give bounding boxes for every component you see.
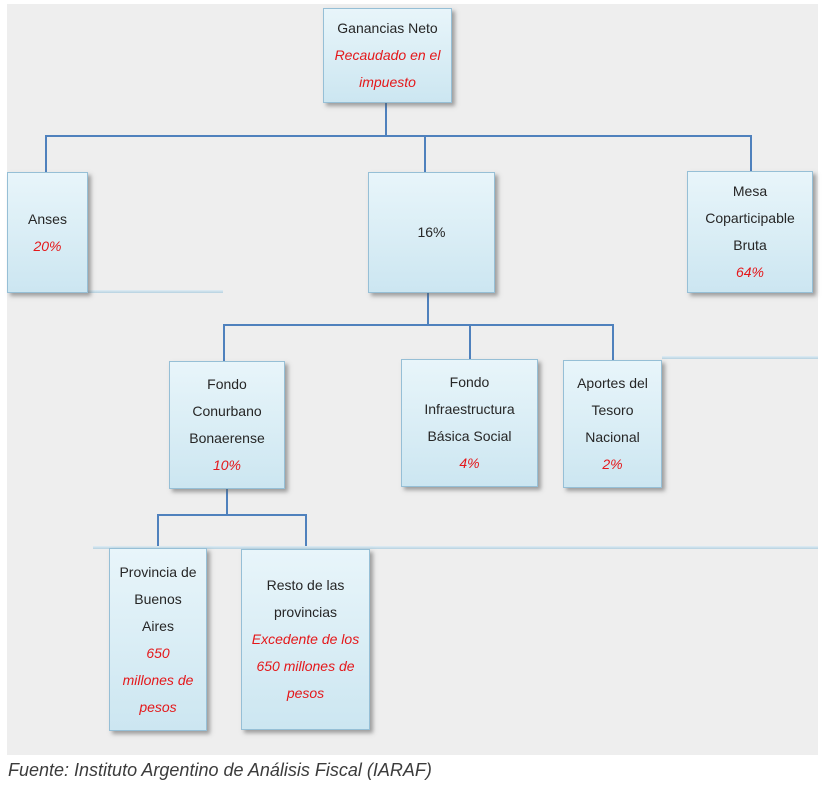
node-text-line: 10% <box>212 457 242 473</box>
connector-to-provincia-ba <box>157 514 159 548</box>
node-text-line: Coparticipable <box>705 210 795 226</box>
connector-16pct-down <box>427 293 429 326</box>
node-text-line: 64% <box>735 264 765 280</box>
node-aportes-tesoro: Aportes del Tesoro Nacional 2% <box>563 360 662 488</box>
node-text-line: Fondo <box>449 374 490 390</box>
connector-to-16pct <box>424 135 426 172</box>
node-text-line: Bonaerense <box>189 430 265 446</box>
source-caption: Fuente: Instituto Argentino de Análisis … <box>8 760 432 780</box>
connector-root-down <box>385 103 387 136</box>
connector-to-aportes <box>612 324 614 360</box>
node-16-percent: 16% <box>368 172 495 293</box>
node-text-line: impuesto <box>359 74 416 90</box>
node-text-line: 650 <box>146 644 170 661</box>
connector-to-infraestructura <box>469 324 471 359</box>
node-text-line: provincias <box>273 604 338 620</box>
node-anses: Anses 20% <box>7 172 88 293</box>
node-text-line: 4% <box>459 455 480 471</box>
gridline-bottom-row <box>93 546 818 549</box>
node-text-line: Nacional <box>585 429 640 445</box>
node-resto-provincias: Resto de las provincias Excedente de los… <box>241 549 370 730</box>
node-text-line: Básica Social <box>427 428 512 444</box>
node-text-line: 650 millones de <box>256 658 355 674</box>
node-ganancias-neto: Ganancias Neto Recaudado en el impuesto <box>323 8 452 103</box>
connector-conurbano-down <box>226 489 228 516</box>
connector-to-mesa <box>750 135 752 171</box>
node-text-line: pesos <box>286 685 325 701</box>
connector-level2-horizontal <box>223 324 614 326</box>
node-text-line: Infraestructura <box>424 401 515 417</box>
node-provincia-buenos-aires: Provincia de Buenos Aires 650 millones d… <box>109 548 207 731</box>
connector-to-conurbano <box>223 324 225 361</box>
node-fondo-conurbano: Fondo Conurbano Bonaerense 10% <box>169 361 285 489</box>
node-text-line: pesos <box>139 698 177 715</box>
node-text-line: 2% <box>602 456 623 472</box>
node-text-line: 20% <box>33 237 62 254</box>
gridline-aportes-row <box>662 356 818 359</box>
node-text-line: Conurbano <box>192 403 262 419</box>
node-text-line: 16% <box>417 224 446 240</box>
node-mesa-coparticipable: Mesa Coparticipable Bruta 64% <box>687 171 813 293</box>
node-text-line: Mesa <box>732 183 768 199</box>
node-text-line: Aires <box>142 617 174 634</box>
node-text-line: Excedente de los <box>251 631 360 647</box>
connector-level3-horizontal <box>157 514 307 516</box>
node-text-line: Aportes del <box>577 375 648 391</box>
node-text-line: Bruta <box>733 237 767 253</box>
node-text-line: Fondo <box>207 376 247 392</box>
node-text-line: Ganancias Neto <box>337 20 438 36</box>
node-fondo-infraestructura: Fondo Infraestructura Básica Social 4% <box>401 359 538 487</box>
node-text-line: millones de <box>122 671 194 688</box>
node-text-line: Buenos <box>134 590 182 607</box>
connector-to-anses <box>45 135 47 172</box>
node-text-line: Tesoro <box>591 402 634 418</box>
node-text-line: Anses <box>28 210 67 227</box>
node-text-line: Resto de las <box>266 577 345 593</box>
gridline-anses-row <box>88 290 223 293</box>
node-text-line: Recaudado en el <box>334 47 441 63</box>
connector-level1-horizontal <box>45 135 752 137</box>
node-text-line: Provincia de <box>119 563 197 580</box>
connector-to-resto <box>305 514 307 550</box>
